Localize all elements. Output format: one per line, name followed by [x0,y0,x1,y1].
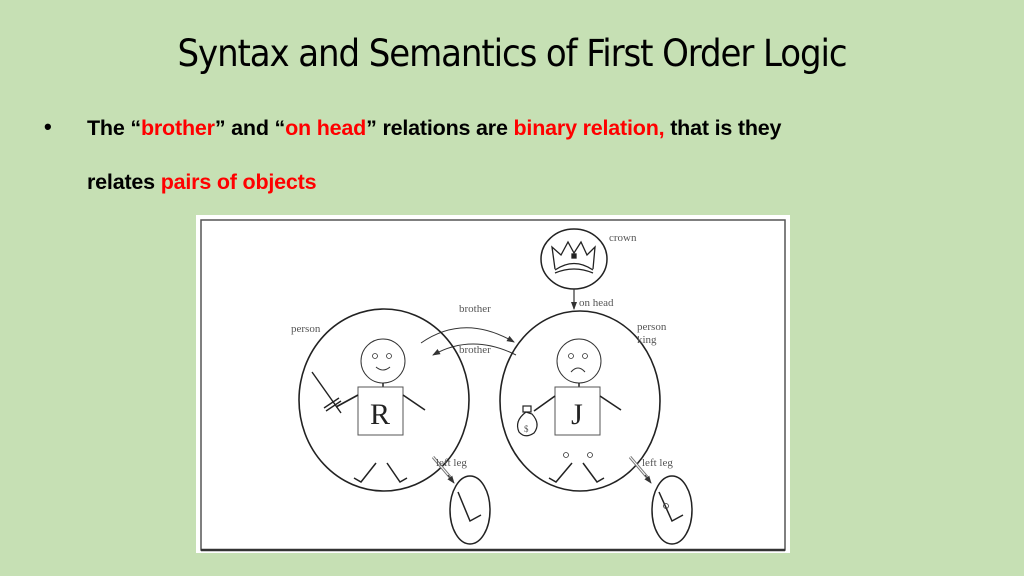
label-money-sign: $ [524,424,529,434]
crown-icon [551,240,596,274]
label-on-head: on head [579,297,614,309]
figure-frame [200,219,786,551]
label-left-leg-left: left leg [436,457,467,469]
left-leg-arrow-richard [431,456,455,484]
text-segment: The “ [87,116,141,140]
highlight-brother: brother [140,116,215,140]
label-person-right: person [637,321,667,333]
text-segment: that is they [664,116,782,140]
sword-icon [311,371,342,414]
label-box-j: J [571,398,583,431]
label-brother-bottom: brother [459,344,491,356]
label-person-left: person [291,323,321,335]
john-object: person king J $ [499,310,667,492]
left-leg-object-john [651,475,693,545]
brother-arrow-j-to-r [432,343,517,356]
label-king: king [637,334,657,346]
brother-arrow-r-to-j [420,327,515,344]
highlight-pairs-of-objects: pairs of objects [160,170,317,194]
highlight-binary-relation: binary relation, [513,116,665,140]
text-segment: ” and “ [214,116,286,140]
bullet-line-1: The “brother” and “on head” relations ar… [87,116,781,141]
bullet-marker: • [44,114,52,139]
left-leg-object-richard [449,475,491,545]
figure-diagram: crown on head brother brother person R [200,219,786,552]
label-box-r: R [370,398,390,431]
highlight-on-head: on head [285,116,367,140]
richard-object: person R [291,308,470,492]
label-left-leg-right: left leg [642,457,673,469]
slide-title: Syntax and Semantics of First Order Logi… [177,32,848,75]
logic-model-figure: crown on head brother brother person R [196,215,790,553]
text-segment: relates [87,170,161,194]
money-bag-icon: $ [516,405,538,437]
text-segment: ” relations are [366,116,514,140]
bullet-line-2: relates pairs of objects [87,170,317,195]
left-leg-arrow-john [628,456,652,484]
label-brother-top: brother [459,303,491,315]
label-crown: crown [609,232,637,244]
